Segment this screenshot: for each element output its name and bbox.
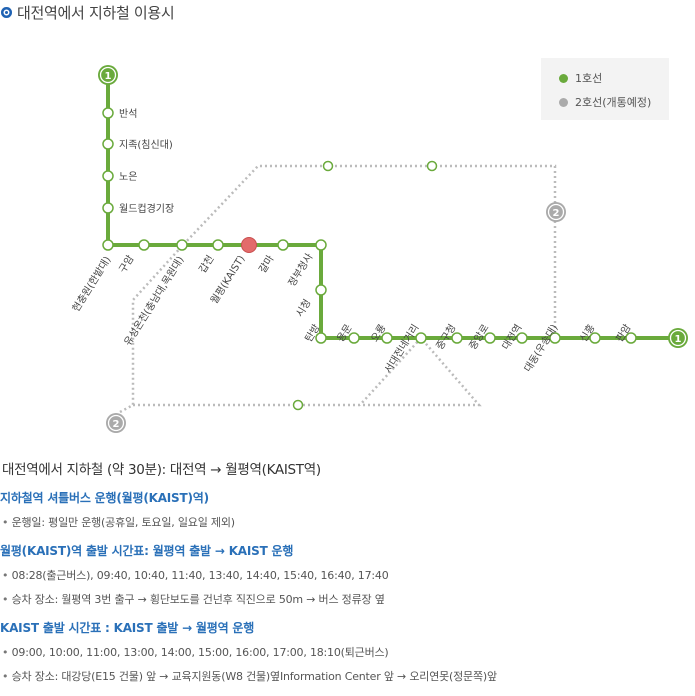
legend-label-line1: 1호선 [575, 72, 603, 85]
shuttle-operating-days: 운행일: 평일만 운행(공휴일, 토요일, 일요일 제외) [2, 514, 695, 530]
legend-dot-line1 [559, 73, 568, 83]
wolpyeong-departure-times: 08:28(출근버스), 09:40, 10:40, 11:40, 13:40,… [2, 567, 695, 583]
kaist-boarding-place: 승차 장소: 대강당(E15 건물) 앞 → 교육지원동(W8 건물)옆Info… [2, 668, 695, 684]
station-dot-yongmun [348, 332, 360, 344]
legend-item-line2: 2호선(개통예정) [559, 94, 651, 110]
station-dot-seodaejeon [415, 332, 427, 344]
legend-dot-line2 [559, 97, 568, 107]
shuttle-title: 지하철역 셔틀버스 운행(월평(KAIST)역) [0, 491, 209, 505]
station-label-worldcup: 월드컵경기장 [119, 202, 174, 215]
station-label-jeongbucheongsa: 정부청사 [286, 251, 316, 289]
legend-item-line1: 1호선 [559, 70, 602, 86]
info-section: 대전역에서 지하철 (약 30분): 대전역 → 월평역(KAIST역) 지하철… [0, 458, 695, 696]
shuttle-section: 지하철역 셔틀버스 운행(월평(KAIST)역) 운행일: 평일만 운행(공휴일… [0, 489, 695, 530]
kaist-departure-section: KAIST 출발 시간표 : KAIST 출발 → 월평역 운행 09:00, … [0, 619, 695, 684]
station-label-galma: 갈마 [256, 253, 277, 275]
line2-station-dot [322, 160, 334, 172]
station-dot-jungangno [484, 332, 496, 344]
kaist-departure-times: 09:00, 10:00, 11:00, 13:00, 14:00, 15:00… [2, 644, 695, 660]
station-label-banseok: 반석 [119, 108, 137, 120]
subway-map: 1 1 2 2 반석 지족(침신대) 노은 월드컵경기장 현충원(한밭대) 구암… [70, 65, 688, 433]
station-dot-yuseongoncheon [176, 239, 188, 251]
station-label-jijok: 지족(침신대) [119, 139, 173, 151]
info-heading: 대전역에서 지하철 (약 30분): 대전역 → 월평역(KAIST역) [2, 462, 321, 478]
legend-label-line2: 2호선(개통예정) [575, 96, 652, 109]
station-label-yuseongoncheon: 유성온천(충남대,목원대) [122, 254, 187, 348]
svg-text:2: 2 [553, 208, 560, 219]
station-dot-worldcup [102, 202, 114, 214]
station-dot-galma [277, 239, 289, 251]
map-legend: 1호선 2호선(개통예정) [541, 58, 669, 120]
svg-text:1: 1 [105, 71, 112, 82]
wolpyeong-boarding-place: 승차 장소: 월평역 3번 출구 → 횡단보도를 건넌후 직진으로 50m → … [2, 591, 695, 607]
page-header: 대전역에서 지하철 이용시 [0, 0, 175, 24]
station-dot-sinheung [589, 332, 601, 344]
station-label-guam: 구암 [117, 253, 137, 275]
line2-station-dot [426, 160, 438, 172]
line2-badge-left: 2 [106, 413, 126, 433]
station-dot-panam [625, 332, 637, 344]
station-label-gapcheon: 갑천 [197, 253, 217, 275]
wolpyeong-departure-title: 월평(KAIST)역 출발 시간표: 월평역 출발 → KAIST 운행 [0, 544, 294, 558]
station-label-noeun: 노은 [119, 171, 137, 183]
station-dot-guam [138, 239, 150, 251]
svg-text:2: 2 [113, 419, 120, 430]
station-label-sicheong: 시청 [294, 297, 314, 319]
line2-route [119, 164, 557, 414]
station-dot-sicheong [315, 284, 327, 296]
wolpyeong-departure-section: 월평(KAIST)역 출발 시간표: 월평역 출발 → KAIST 운행 08:… [0, 542, 695, 607]
line2-badge-right: 2 [546, 202, 566, 222]
station-dot-hyeonchungwon [102, 239, 114, 251]
line1-badge-top: 1 [98, 65, 118, 85]
station-label-daedong: 대동(우송대) [522, 322, 561, 374]
station-dot-junggucheong [451, 332, 463, 344]
station-dot-wolpyeong-highlight [241, 237, 257, 253]
station-dot-jijok [102, 138, 114, 150]
station-dot-daedong [549, 332, 561, 344]
station-dot-banseok [102, 107, 114, 119]
station-dot-gapcheon [212, 239, 224, 251]
line2-stations [292, 160, 438, 411]
station-dot-jeongbucheongsa [315, 239, 327, 251]
line1-badge-end: 1 [668, 328, 688, 348]
station-label-seodaejeon: 서대전네거리 [382, 322, 421, 375]
station-dot-tanbang [315, 332, 327, 344]
station-dot-oryong [381, 332, 393, 344]
svg-text:1: 1 [675, 334, 682, 345]
station-label-hyeonchungwon: 현충원(한밭대) [70, 254, 114, 314]
page-title: 대전역에서 지하철 이용시 [17, 3, 175, 22]
station-dot-noeun [102, 170, 114, 182]
title-bullet-icon [1, 6, 12, 18]
kaist-departure-title: KAIST 출발 시간표 : KAIST 출발 → 월평역 운행 [0, 621, 255, 635]
line2-station-dot [292, 399, 304, 411]
station-dot-daejeon [516, 332, 528, 344]
